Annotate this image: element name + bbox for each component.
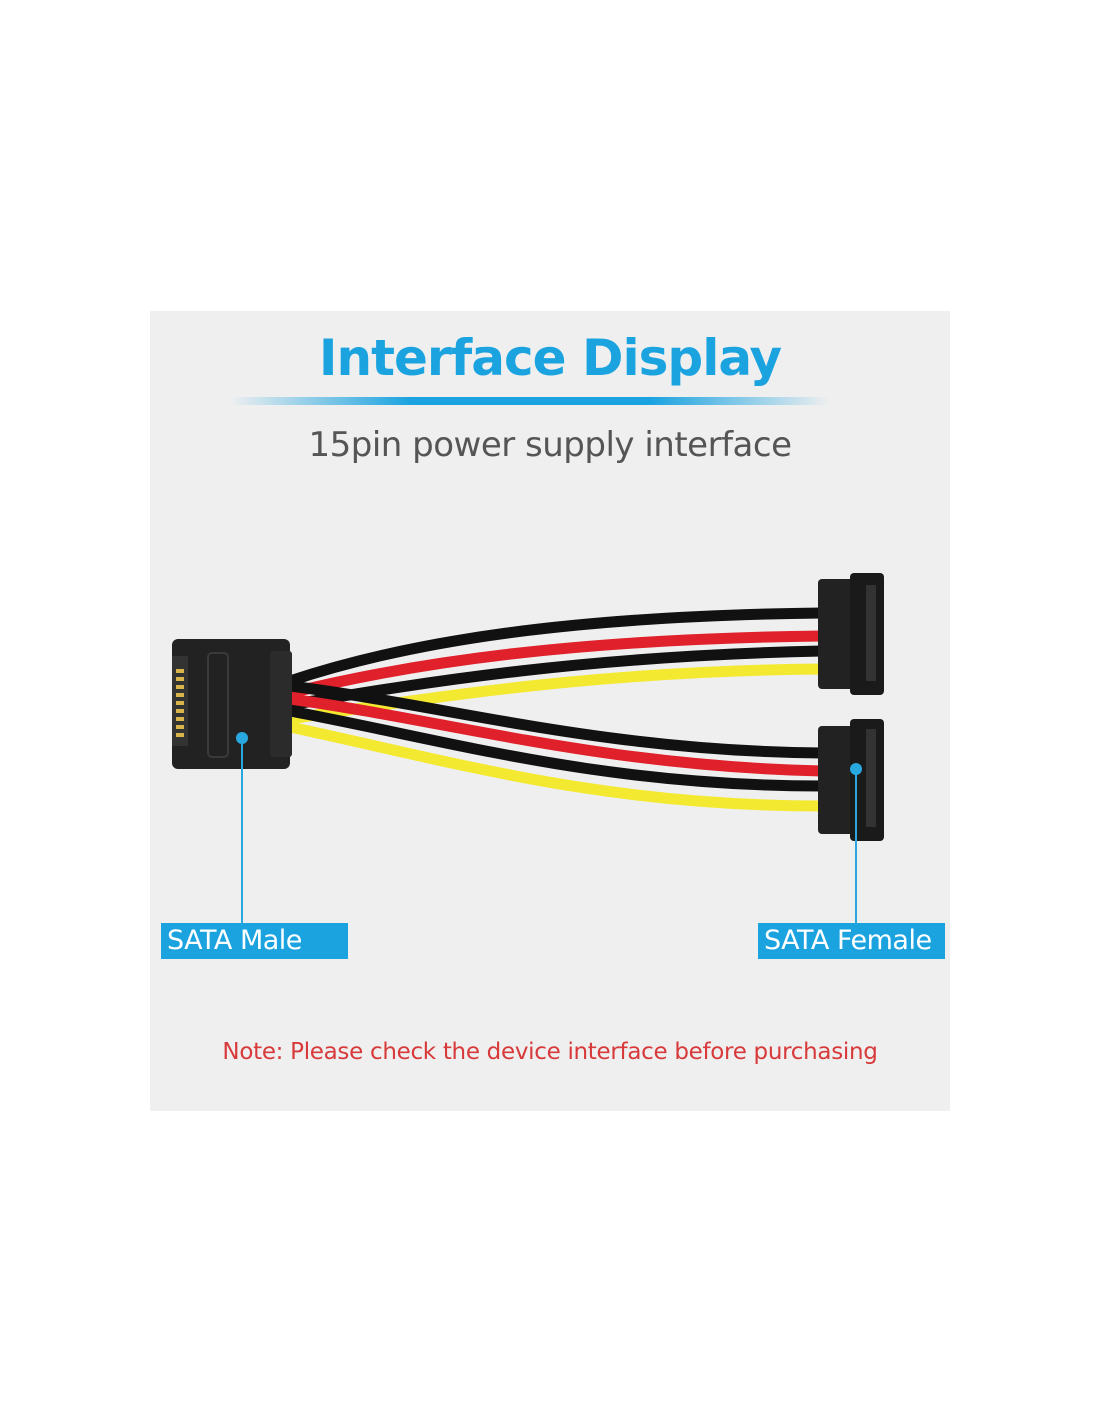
wire-black-upper <box>284 607 828 687</box>
sata-female-connector-upper <box>818 573 884 695</box>
cable-wires <box>284 607 828 812</box>
sata-male-label: SATA Male <box>161 923 348 959</box>
title-underline <box>230 397 830 405</box>
wire-red-upper <box>284 630 828 699</box>
subtitle: 15pin power supply interface <box>308 425 792 465</box>
male-callout-line <box>241 738 243 923</box>
wire-yellow-lower <box>284 721 828 812</box>
page-title: Interface Display <box>318 329 782 387</box>
sata-female-connector-lower <box>818 719 884 841</box>
wire-black-lower-2 <box>284 705 828 792</box>
female-callout-line <box>855 769 857 923</box>
product-panel: Interface Display 15pin power supply int… <box>150 311 950 1111</box>
wire-red-lower <box>284 693 828 777</box>
sata-male-connector <box>172 639 292 769</box>
purchase-note: Note: Please check the device interface … <box>222 1039 878 1065</box>
wire-black-lower <box>284 680 828 759</box>
sata-female-label: SATA Female <box>758 923 945 959</box>
sata-splitter-cable-image <box>172 573 884 841</box>
